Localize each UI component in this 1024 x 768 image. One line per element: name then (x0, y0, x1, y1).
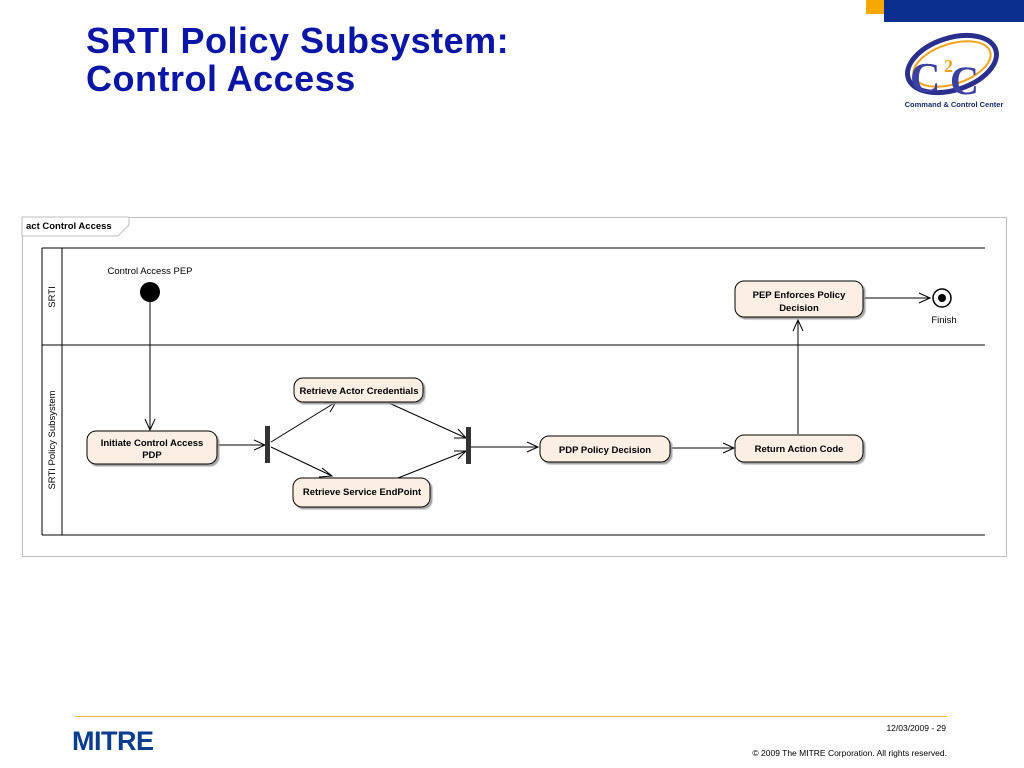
action-pdp-policy-decision: PDP Policy Decision (539, 435, 671, 463)
svg-text:2: 2 (944, 56, 953, 76)
final-node-label: Finish (931, 315, 956, 326)
action-retrieve-actor-credentials: Retrieve Actor Credentials (293, 377, 424, 403)
action-pep-enforces-policy: PEP Enforces Policy Decision (734, 280, 864, 318)
initial-node-label: Control Access PEP (107, 266, 192, 277)
edge-service-to-join (397, 450, 467, 479)
diagram-frame (22, 217, 1007, 557)
corner-accent-orange (866, 0, 884, 14)
svg-text:C: C (910, 56, 940, 102)
action-retrieve-service-endpoint: Retrieve Service EndPoint (292, 477, 431, 508)
slide-title-line-1: SRTI Policy Subsystem: (86, 20, 510, 61)
svg-text:Return Action Code: Return Action Code (755, 444, 844, 455)
final-node (932, 288, 952, 308)
copyright-notice: © 2009 The MITRE Corporation. All rights… (752, 748, 947, 758)
svg-text:Initiate Control Access: Initiate Control Access (101, 438, 204, 449)
mitre-logo: MITRE (72, 726, 154, 756)
svg-text:Retrieve Actor Credentials: Retrieve Actor Credentials (300, 386, 419, 397)
logo-caption: Command & Control Center (904, 100, 1004, 109)
svg-text:PEP Enforces Policy: PEP Enforces Policy (753, 290, 846, 301)
lane-label-policy-subsystem: SRTI Policy Subsystem (47, 390, 58, 489)
footer-divider (75, 716, 947, 717)
edge-fork-to-actor (270, 401, 337, 443)
join-bar (466, 427, 471, 464)
date-page-number: 12/03/2009 - 29 (886, 723, 946, 733)
corner-accent-blue (884, 0, 1024, 22)
svg-text:PDP: PDP (142, 450, 162, 461)
initial-node (140, 282, 160, 302)
svg-text:Decision: Decision (779, 303, 819, 314)
c2c-logo: C 2 C (905, 32, 999, 103)
svg-text:Retrieve Service EndPoint: Retrieve Service EndPoint (303, 487, 422, 498)
frame-tab (21, 216, 130, 237)
action-initiate-control-access: Initiate Control Access PDP (86, 430, 218, 465)
svg-text:C: C (950, 58, 979, 103)
svg-text:PDP Policy Decision: PDP Policy Decision (559, 445, 651, 456)
swimlanes: SRTI SRTI Policy Subsystem (41, 247, 985, 536)
action-return-action-code: Return Action Code (734, 434, 864, 463)
lane-label-srti: SRTI (47, 286, 58, 307)
fork-bar (265, 426, 270, 463)
slide-title-line-2: Control Access (86, 58, 356, 99)
frame-label: act Control Access (26, 221, 112, 232)
edge-fork-to-service (270, 446, 333, 477)
edge-actor-to-join (388, 402, 467, 439)
slide-title: SRTI Policy Subsystem: Control Access (86, 22, 509, 98)
